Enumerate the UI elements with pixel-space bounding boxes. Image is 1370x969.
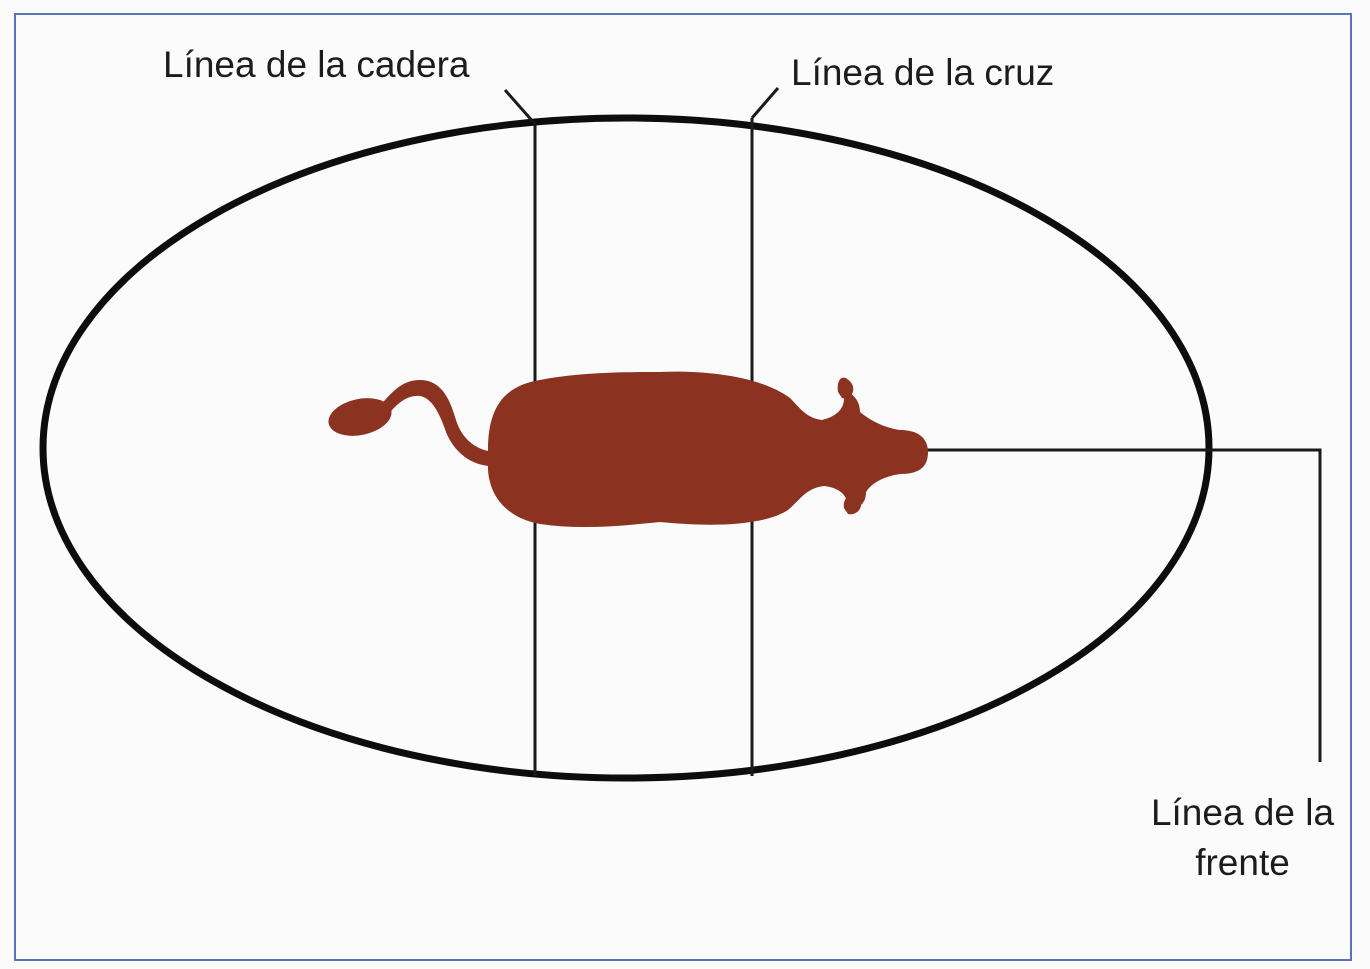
hip-line-label: Línea de la cadera	[163, 44, 470, 85]
withers-line-leader	[750, 87, 780, 119]
flight-zone-ellipse	[39, 114, 1213, 782]
hip-line-leader	[503, 89, 537, 125]
forehead-line-label-2: frente	[1195, 842, 1290, 883]
forehead-line-label-1: Línea de la	[1150, 792, 1335, 833]
forehead-line	[920, 448, 1322, 762]
page-frame	[14, 13, 1352, 961]
withers-line-label: Línea de la cruz	[791, 52, 1055, 93]
animal-silhouette	[328, 371, 928, 528]
